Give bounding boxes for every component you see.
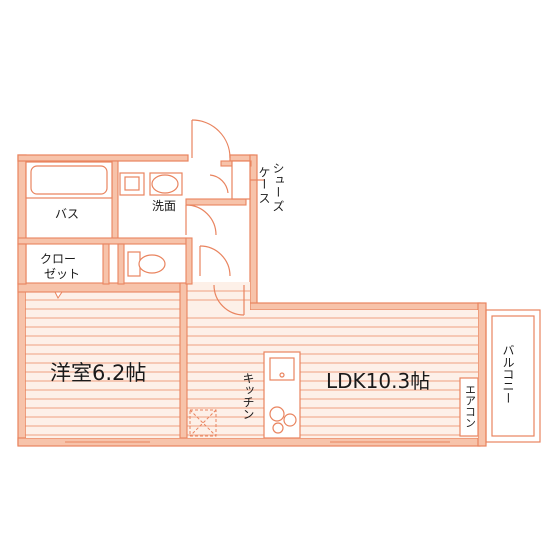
hall-floor (186, 282, 250, 310)
toilet (127, 251, 166, 277)
aircon-unit (459, 377, 479, 437)
washbasin (119, 172, 183, 196)
western-room-floor (25, 299, 180, 436)
doors (185, 119, 245, 316)
shoe-case (231, 160, 264, 200)
shoe-case-label: シュー ズ ケー ス (257, 162, 285, 212)
balcony-label: バルコニー (501, 344, 515, 404)
kitchen-counter (263, 351, 301, 439)
kitchen-label: キッチン (241, 372, 255, 420)
fridge-space (189, 409, 217, 437)
shoe-case-label-2: ズ (271, 200, 285, 212)
western-room-label: 洋室6.2帖 (50, 361, 146, 385)
bathtub (25, 161, 113, 199)
bath-label: バス (55, 207, 79, 221)
ldk-floor (186, 317, 478, 436)
balcony (485, 309, 541, 443)
outer-walls (17, 154, 487, 447)
shoe-case-label-1: シュー (271, 162, 285, 198)
closet-door-marker (54, 291, 63, 299)
shoe-case-label-3: ケー (257, 166, 271, 190)
ldk-label: LDK10.3帖 (326, 369, 430, 393)
closet-label-line1: クロー (40, 252, 76, 266)
washroom-label: 洗面 (152, 199, 176, 213)
closet-label-line2: ゼット (44, 267, 80, 281)
shoe-case-label-4: ス (257, 192, 271, 204)
aircon-label: エアコン (464, 384, 477, 428)
